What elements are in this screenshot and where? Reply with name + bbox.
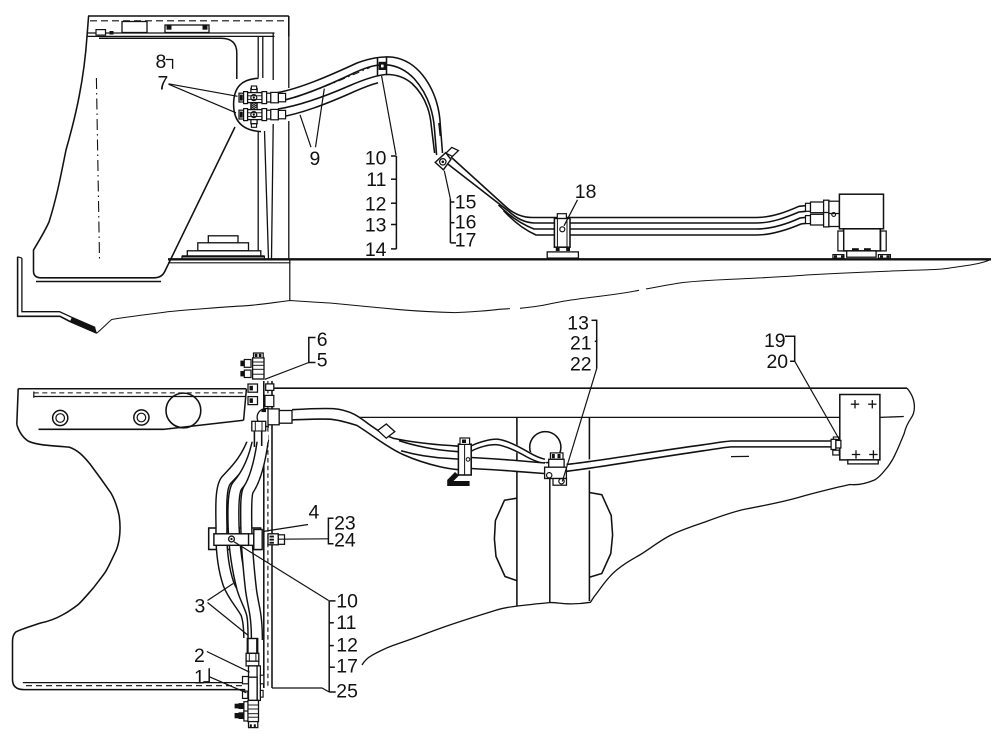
svg-text:10: 10: [365, 148, 387, 170]
svg-text:5: 5: [317, 349, 328, 371]
svg-text:13: 13: [567, 312, 589, 334]
svg-text:10: 10: [336, 591, 358, 613]
svg-text:7: 7: [158, 73, 169, 95]
svg-text:8: 8: [156, 51, 167, 73]
svg-text:11: 11: [336, 612, 356, 634]
svg-text:21: 21: [570, 333, 592, 355]
svg-text:25: 25: [336, 681, 358, 703]
svg-text:12: 12: [336, 634, 358, 656]
svg-text:17: 17: [455, 230, 477, 252]
svg-text:14: 14: [365, 239, 387, 261]
svg-text:13: 13: [365, 215, 387, 237]
svg-text:2: 2: [194, 645, 205, 667]
svg-text:11: 11: [366, 169, 386, 191]
svg-text:23: 23: [334, 513, 356, 535]
svg-text:22: 22: [570, 354, 592, 376]
svg-text:3: 3: [195, 596, 206, 618]
svg-text:9: 9: [310, 148, 321, 170]
svg-text:18: 18: [575, 181, 597, 203]
svg-text:19: 19: [764, 330, 786, 352]
svg-text:1: 1: [194, 666, 205, 688]
svg-text:6: 6: [317, 329, 328, 351]
svg-text:16: 16: [455, 212, 477, 234]
svg-text:20: 20: [767, 351, 789, 373]
svg-text:15: 15: [455, 192, 477, 214]
svg-text:4: 4: [309, 501, 320, 523]
svg-text:24: 24: [334, 530, 356, 552]
svg-text:17: 17: [336, 656, 358, 678]
svg-text:12: 12: [365, 193, 387, 215]
